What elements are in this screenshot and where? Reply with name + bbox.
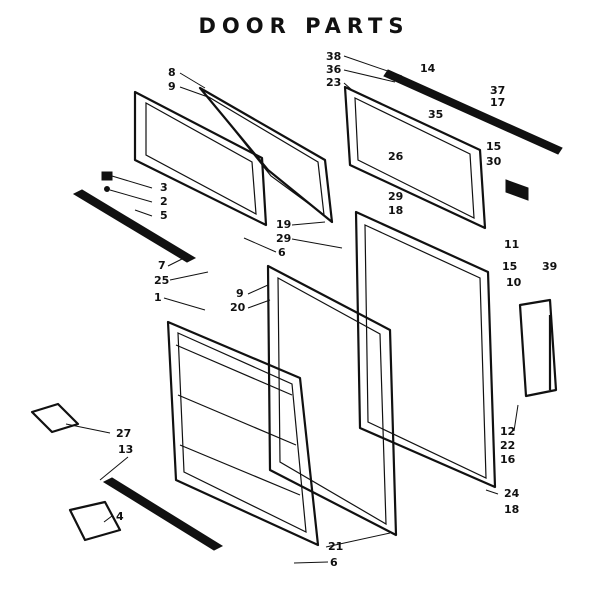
callout-6-lower: 6 [330, 556, 338, 569]
callout-24: 24 [504, 487, 520, 500]
callout-15: 15 [486, 140, 501, 153]
callout-6: 6 [278, 246, 286, 259]
callout-11: 11 [504, 238, 519, 251]
callout-37: 37 [490, 84, 505, 97]
callout-10: 10 [506, 276, 522, 289]
callout-19: 19 [276, 218, 291, 231]
callout-9: 9 [168, 80, 176, 93]
callout-group: 38 36 23 14 37 17 35 15 26 30 29 18 11 8… [65, 50, 557, 569]
page-title: DOOR PARTS [198, 14, 410, 38]
callout-4: 4 [116, 510, 124, 523]
freezer-door-frame [133, 90, 268, 227]
callout-20: 20 [230, 301, 246, 314]
callout-8: 8 [168, 66, 176, 79]
fresh-food-door-with-shelves [166, 320, 320, 547]
fresh-food-door-outer-panel [354, 210, 497, 489]
callout-30: 30 [486, 155, 502, 168]
callout-35: 35 [428, 108, 443, 121]
callout-13: 13 [118, 443, 133, 456]
screw-2 [104, 186, 110, 192]
callout-12: 12 [500, 425, 515, 438]
callout-18-lower: 18 [504, 503, 519, 516]
callout-3: 3 [160, 181, 168, 194]
callout-2: 2 [160, 195, 168, 208]
shelf-27 [30, 402, 80, 434]
callout-9-lower: 9 [236, 287, 244, 300]
callout-29: 29 [388, 190, 403, 203]
callout-15-lower: 15 [502, 260, 517, 273]
hinge-bracket-3 [101, 171, 113, 181]
evaporator-door [343, 85, 487, 230]
callout-36: 36 [326, 63, 342, 76]
bin-4 [68, 500, 122, 542]
callout-39: 39 [542, 260, 557, 273]
callout-27: 27 [116, 427, 131, 440]
fresh-food-door-liner [266, 264, 398, 537]
callout-25: 25 [154, 274, 169, 287]
callout-1: 1 [154, 291, 162, 304]
fresh-food-gasket-strip [102, 477, 224, 551]
callout-38: 38 [326, 50, 341, 63]
callout-17: 17 [490, 96, 505, 109]
callout-26: 26 [388, 150, 404, 163]
lower-hinge [518, 298, 558, 398]
callout-23: 23 [326, 76, 341, 89]
callout-7: 7 [158, 259, 166, 272]
freezer-door-outer-panel [198, 86, 334, 224]
callout-18: 18 [388, 204, 403, 217]
freezer-gasket-strip [72, 189, 197, 263]
upper-hinge [505, 179, 529, 201]
callout-29-lower: 29 [276, 232, 291, 245]
callout-5: 5 [160, 209, 168, 222]
callout-21: 21 [328, 540, 343, 553]
callout-14: 14 [420, 62, 436, 75]
door-top-trim [383, 69, 563, 155]
callout-16: 16 [500, 453, 516, 466]
callout-22: 22 [500, 439, 515, 452]
